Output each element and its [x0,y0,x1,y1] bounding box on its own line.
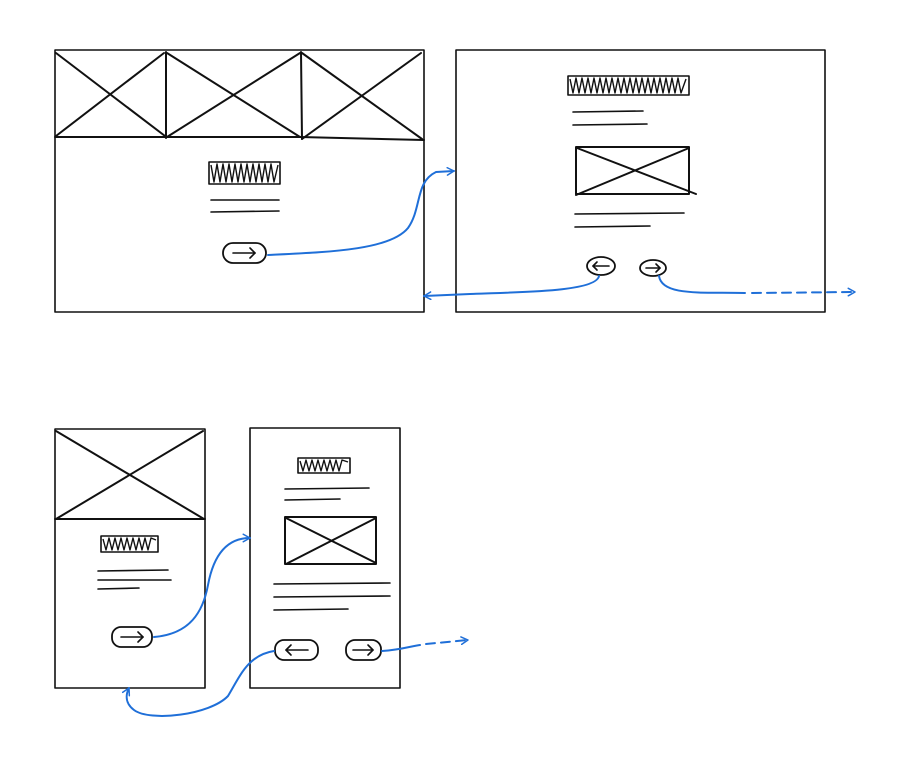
heading-placeholder [100,535,159,553]
flow-arrow-desktop-continue [658,275,746,294]
desktop-landing-screen [54,49,425,313]
content-image-placeholder [575,146,697,196]
previous-button[interactable] [274,639,319,661]
image-placeholder-icon [301,52,423,140]
text-line-placeholder [273,608,349,611]
mobile-detail-screen [249,427,401,689]
flow-arrows [121,166,856,717]
text-line-placeholder [273,595,391,598]
heading-placeholder [567,75,690,96]
desktop-landing-frame [54,49,425,313]
text-line-placeholder [572,110,644,113]
image-placeholder-icon [166,52,301,138]
image-placeholder-icon [285,517,377,565]
hero-image-placeholder [54,430,206,520]
flow-arrow-desktop-back [423,275,600,301]
text-line-placeholder [210,210,280,213]
text-line-placeholder [273,582,391,585]
previous-button[interactable] [586,256,616,276]
mobile-detail-frame [249,427,401,689]
flow-arrow-desktop-next [267,166,455,256]
flow-arrow-mobile-back [121,650,275,717]
text-line-placeholder [574,212,685,215]
desktop-detail-screen [455,49,826,313]
flow-arrow-mobile-continue [381,644,421,652]
heading-placeholder [208,161,281,185]
mobile-landing-screen [54,428,206,689]
next-button[interactable] [222,242,267,264]
flow-arrow-desktop-continue-dashed [751,287,856,297]
right-arrow-icon [645,263,661,273]
image-placeholder-icon [55,430,205,520]
heading-placeholder [297,457,351,474]
left-arrow-icon [285,644,309,656]
image-placeholder-icon [575,147,697,196]
right-arrow-icon [352,644,374,656]
next-button[interactable] [345,639,382,661]
flow-arrow-mobile-continue-dashed [425,636,469,646]
text-line-placeholder [97,587,140,590]
right-arrow-icon [232,247,256,259]
mobile-landing-frame [54,428,206,689]
image-placeholder-icon [55,52,166,137]
content-image-placeholder [284,516,377,565]
text-line-placeholder [284,498,341,501]
desktop-detail-frame [455,49,826,313]
right-arrow-icon [120,631,144,643]
next-button[interactable] [639,259,667,277]
hero-bottom-line [54,136,425,141]
next-button[interactable] [111,626,153,648]
text-line-placeholder [572,123,648,126]
flow-arrow-mobile-next [153,533,251,638]
hero-image-placeholder-strip [54,51,425,141]
text-line-placeholder [574,225,651,228]
left-arrow-icon [592,261,610,271]
text-line-placeholder [284,487,370,490]
text-line-placeholder [97,569,169,572]
